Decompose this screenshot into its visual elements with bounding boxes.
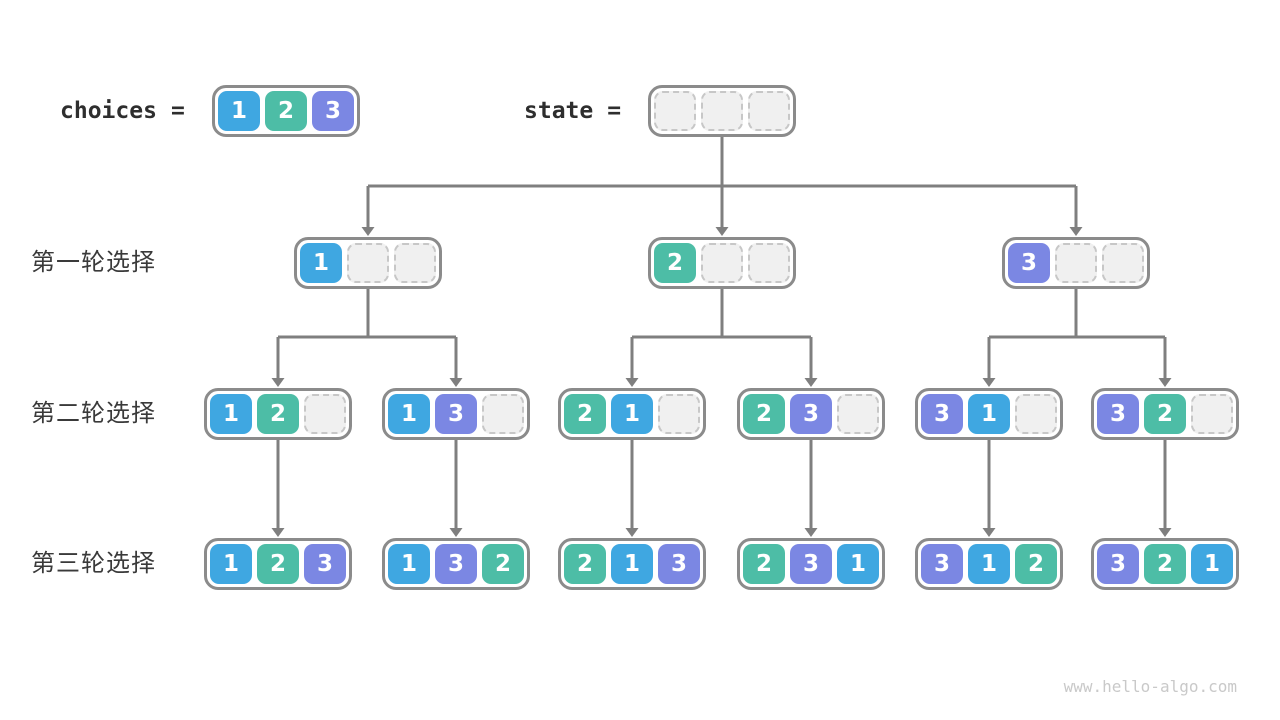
array-cell-1: 1 [210,544,252,584]
arrowhead-icon [625,378,639,387]
array-cell-3: 3 [304,544,346,584]
array-cell-empty [1015,394,1057,434]
array-cell-empty [701,243,743,283]
arrowhead-icon [982,378,996,387]
array-cell-3: 3 [658,544,700,584]
arrowhead-icon [449,378,463,387]
array-cell-3: 3 [435,544,477,584]
array-cell-2: 2 [257,544,299,584]
array-cell-2: 2 [1144,544,1186,584]
array-cell-empty [304,394,346,434]
arrowhead-icon [361,227,375,236]
array-cell-3: 3 [921,544,963,584]
array-cell-1: 1 [968,394,1010,434]
array-cell-empty [748,91,790,131]
round-3-label: 第三轮选择 [31,550,156,577]
choices-label: choices [60,98,157,124]
array-cell-empty [701,91,743,131]
array-cell-2: 2 [564,544,606,584]
array-cell-empty [654,91,696,131]
arrowhead-icon [449,528,463,537]
arrowhead-icon [625,528,639,537]
array-cell-2: 2 [743,394,785,434]
array-cell-1: 1 [968,544,1010,584]
array-cell-3: 3 [1008,243,1050,283]
state-label: state [524,98,594,124]
array-cell-empty [837,394,879,434]
arrowhead-icon [804,378,818,387]
array-cell-3: 3 [790,544,832,584]
array-cell-empty [482,394,524,434]
choices-equals-sign: = [170,98,185,124]
array-cell-empty [1191,394,1233,434]
arrowhead-icon [804,528,818,537]
array-cell-2: 2 [1144,394,1186,434]
array-cell-1: 1 [837,544,879,584]
array-cell-3: 3 [1097,544,1139,584]
round1-node-0-container: 1 [294,237,442,289]
array-cell-1: 1 [388,394,430,434]
arrowhead-icon [982,528,996,537]
array-cell-2: 2 [1015,544,1057,584]
array-cell-2: 2 [257,394,299,434]
array-cell-empty [1102,243,1144,283]
round1-node-2-container: 3 [1002,237,1150,289]
state-expression: state = [524,85,621,137]
round-2-label: 第二轮选择 [31,400,156,427]
array-cell-3: 3 [435,394,477,434]
array-cell-1: 1 [1191,544,1233,584]
array-cell-2: 2 [743,544,785,584]
array-cell-1: 1 [388,544,430,584]
arrowhead-icon [271,378,285,387]
array-cell-empty [748,243,790,283]
array-cell-3: 3 [312,91,354,131]
array-cell-1: 1 [210,394,252,434]
choices-expression: choices = [60,85,185,137]
state-equals-sign: = [607,98,622,124]
website-watermark: www.hello-algo.com [1063,677,1237,696]
arrowhead-icon [1158,378,1172,387]
array-cell-1: 1 [611,394,653,434]
array-cell-2: 2 [654,243,696,283]
arrowhead-icon [271,528,285,537]
round1-node-1-container: 2 [648,237,796,289]
array-cell-3: 3 [790,394,832,434]
array-cell-1: 1 [300,243,342,283]
arrowhead-icon [1158,528,1172,537]
array-cell-empty [347,243,389,283]
array-cell-2: 2 [265,91,307,131]
array-cell-3: 3 [921,394,963,434]
array-cell-1: 1 [218,91,260,131]
state-array-container [648,85,796,137]
array-cell-empty [1055,243,1097,283]
arrowhead-icon [1069,227,1083,236]
arrowhead-icon [715,227,729,236]
array-cell-empty [394,243,436,283]
array-cell-1: 1 [611,544,653,584]
array-cell-2: 2 [482,544,524,584]
array-cell-2: 2 [564,394,606,434]
array-cell-empty [658,394,700,434]
array-cell-3: 3 [1097,394,1139,434]
round-1-label: 第一轮选择 [31,249,156,276]
